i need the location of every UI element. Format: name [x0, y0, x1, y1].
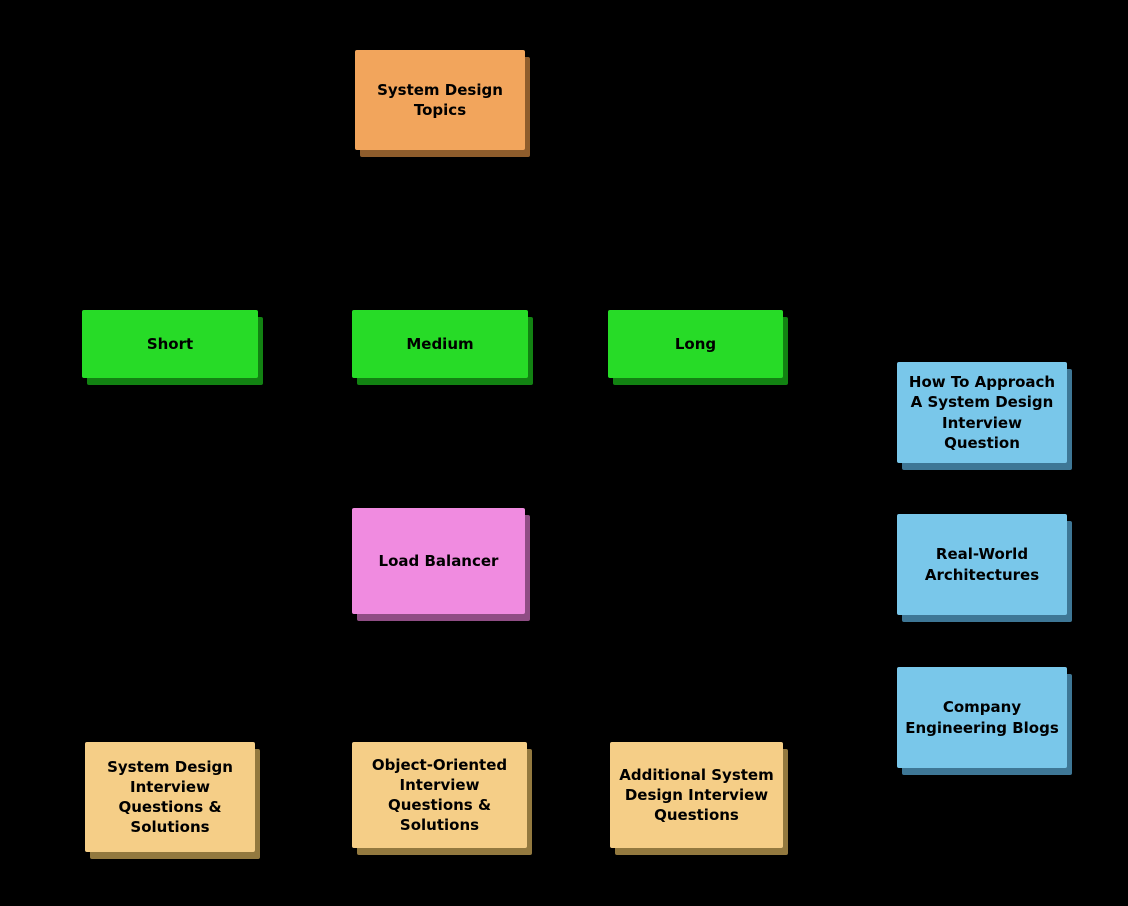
node-label: Additional System Design Interview Quest… — [619, 765, 774, 825]
node-label: System Design Interview Questions & Solu… — [107, 757, 233, 837]
node-label: System Design Topics — [377, 80, 503, 119]
node-label: Long — [674, 334, 717, 353]
node-how-to-approach: How To Approach A System Design Intervie… — [897, 362, 1067, 463]
node-medium: Medium — [352, 310, 528, 378]
node-additional-system-design-questions: Additional System Design Interview Quest… — [610, 742, 783, 848]
node-company-engineering-blogs: Company Engineering Blogs — [897, 667, 1067, 768]
node-label: Short — [146, 334, 194, 353]
node-label: Medium — [406, 334, 474, 353]
node-label: Company Engineering Blogs — [905, 698, 1059, 737]
node-label: Object-Oriented Interview Questions & So… — [371, 755, 508, 835]
node-real-world-architectures: Real-World Architectures — [897, 514, 1067, 615]
node-system-design-topics: System Design Topics — [355, 50, 525, 150]
node-long: Long — [608, 310, 783, 378]
node-short: Short — [82, 310, 258, 378]
node-label: How To Approach A System Design Intervie… — [908, 373, 1056, 452]
node-label: Load Balancer — [378, 551, 499, 570]
node-object-oriented-interview-questions: Object-Oriented Interview Questions & So… — [352, 742, 527, 848]
node-system-design-interview-questions: System Design Interview Questions & Solu… — [85, 742, 255, 852]
node-label: Real-World Architectures — [924, 545, 1040, 584]
node-load-balancer: Load Balancer — [352, 508, 525, 614]
